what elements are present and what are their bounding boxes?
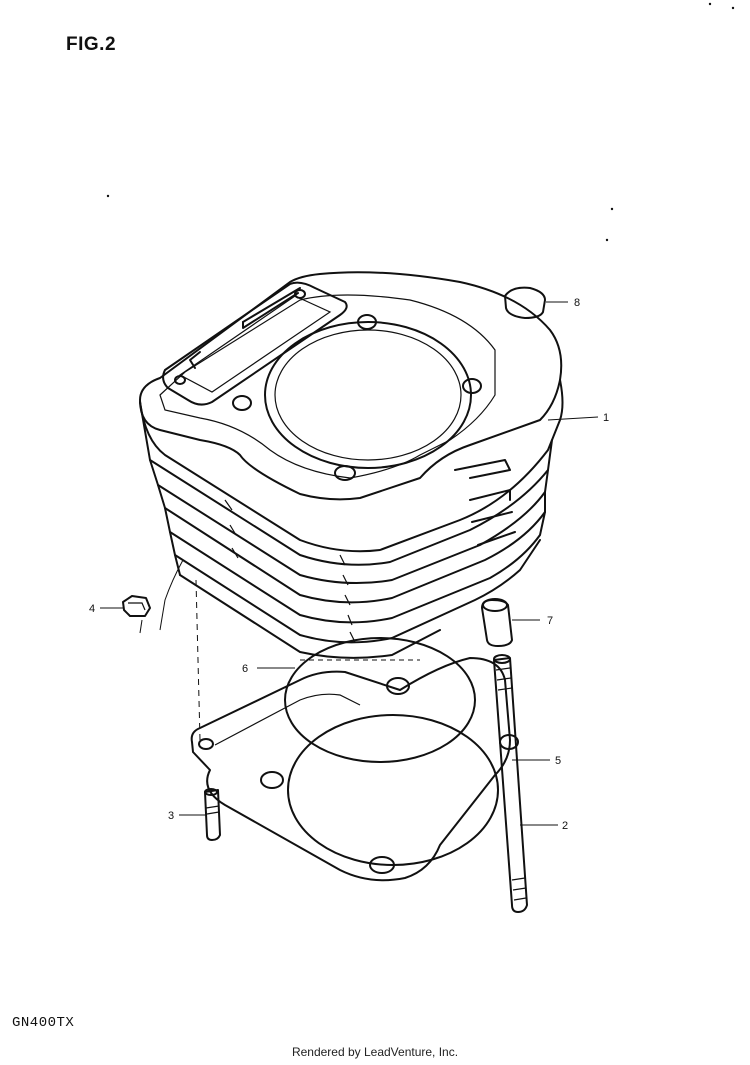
footer-credit: Rendered by LeadVenture, Inc. — [291, 1045, 459, 1059]
callout-2[interactable]: 2 — [562, 820, 568, 832]
stray-dot — [610, 207, 614, 211]
callout-4[interactable]: 4 — [89, 603, 95, 615]
o-ring-part[interactable] — [257, 637, 476, 763]
cylinder-part[interactable] — [139, 271, 599, 659]
stray-dot — [605, 238, 609, 242]
callout-5[interactable]: 5 — [555, 755, 561, 767]
callout-3[interactable]: 3 — [168, 810, 174, 822]
callout-6[interactable]: 6 — [242, 663, 248, 675]
nut-part[interactable] — [100, 559, 184, 634]
callout-8[interactable]: 8 — [574, 297, 580, 309]
cap-part[interactable] — [504, 286, 568, 319]
stray-dot — [106, 194, 110, 198]
dowel-part[interactable] — [481, 598, 540, 647]
figure-title: FIG.2 — [66, 34, 117, 55]
model-code: GN400TX — [12, 1015, 75, 1031]
dowel-pin-part[interactable] — [179, 788, 221, 841]
alignment-line — [195, 579, 201, 741]
stray-dot — [731, 6, 735, 10]
stray-dot — [708, 2, 712, 6]
callout-1[interactable]: 1 — [603, 412, 609, 424]
callout-7[interactable]: 7 — [547, 615, 553, 627]
base-gasket-part[interactable] — [190, 657, 550, 882]
stud-bolt-part[interactable] — [493, 654, 558, 913]
